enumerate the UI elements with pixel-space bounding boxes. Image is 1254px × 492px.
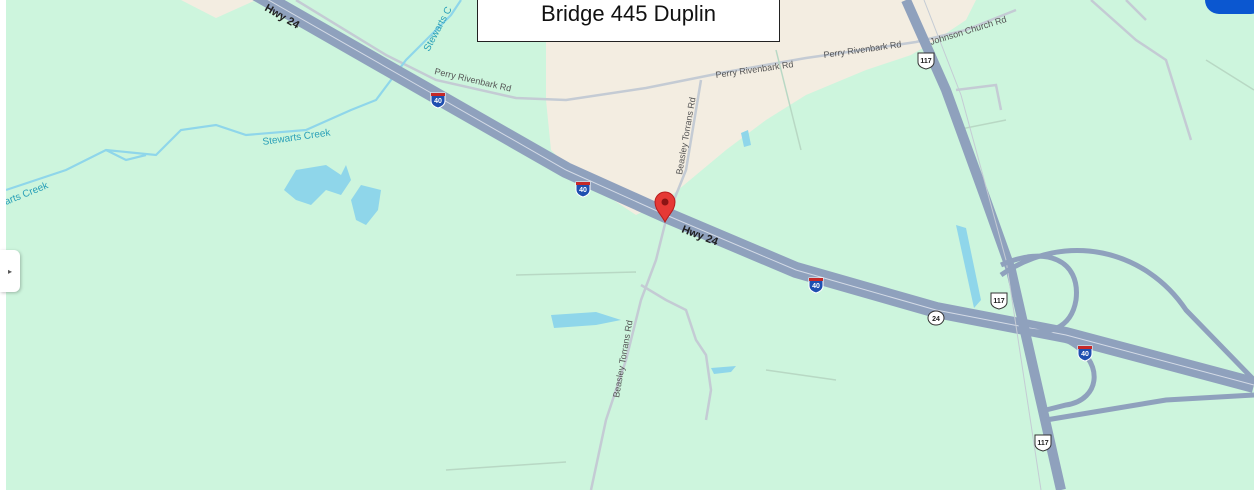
svg-text:40: 40 <box>1081 351 1089 358</box>
svg-text:117: 117 <box>920 58 931 65</box>
beasley-torrans-label-2: Beasley Torrans Rd <box>611 319 634 398</box>
svg-text:24: 24 <box>932 316 940 323</box>
svg-text:40: 40 <box>434 98 442 105</box>
faint-roads <box>445 49 1254 471</box>
map-canvas[interactable]: Hwy 24 Hwy 24 Perry Rivenbark Rd Perry R… <box>6 0 1254 490</box>
map-layer[interactable]: Hwy 24 Hwy 24 Perry Rivenbark Rd Perry R… <box>6 0 1254 490</box>
rail-line <box>923 0 1042 490</box>
i40-shield-4: 40 <box>1077 345 1093 362</box>
us117-shield-2: 117 <box>990 292 1008 310</box>
corner-action-button[interactable] <box>1205 0 1254 14</box>
us117-highway <box>901 0 1066 490</box>
i40-shield-1: 40 <box>430 92 446 109</box>
title-callout: Bridge 445 Duplin <box>477 0 780 42</box>
streams <box>6 0 462 192</box>
sidebar-toggle-button[interactable]: ▸ <box>0 250 20 292</box>
svg-text:117: 117 <box>1037 440 1048 447</box>
svg-text:40: 40 <box>812 283 820 290</box>
i40-shield-2: 40 <box>575 181 591 198</box>
i40-shield-3: 40 <box>808 277 824 294</box>
urban-area <box>546 0 976 215</box>
title-text: Bridge 445 Duplin <box>541 1 716 26</box>
us117-shield-1: 117 <box>917 52 935 70</box>
chevron-right-icon: ▸ <box>7 266 12 276</box>
location-pin-icon[interactable] <box>654 191 676 224</box>
us117-shield-3: 117 <box>1034 434 1052 452</box>
nc24-shield: 24 <box>927 310 945 326</box>
urban-corner <box>181 0 256 18</box>
stewarts-creek-label-3: arts Creek <box>6 180 51 208</box>
stewarts-creek-label-2: Stewarts C <box>422 5 455 53</box>
svg-text:40: 40 <box>579 187 587 194</box>
water-features <box>284 130 981 374</box>
svg-text:117: 117 <box>993 298 1004 305</box>
